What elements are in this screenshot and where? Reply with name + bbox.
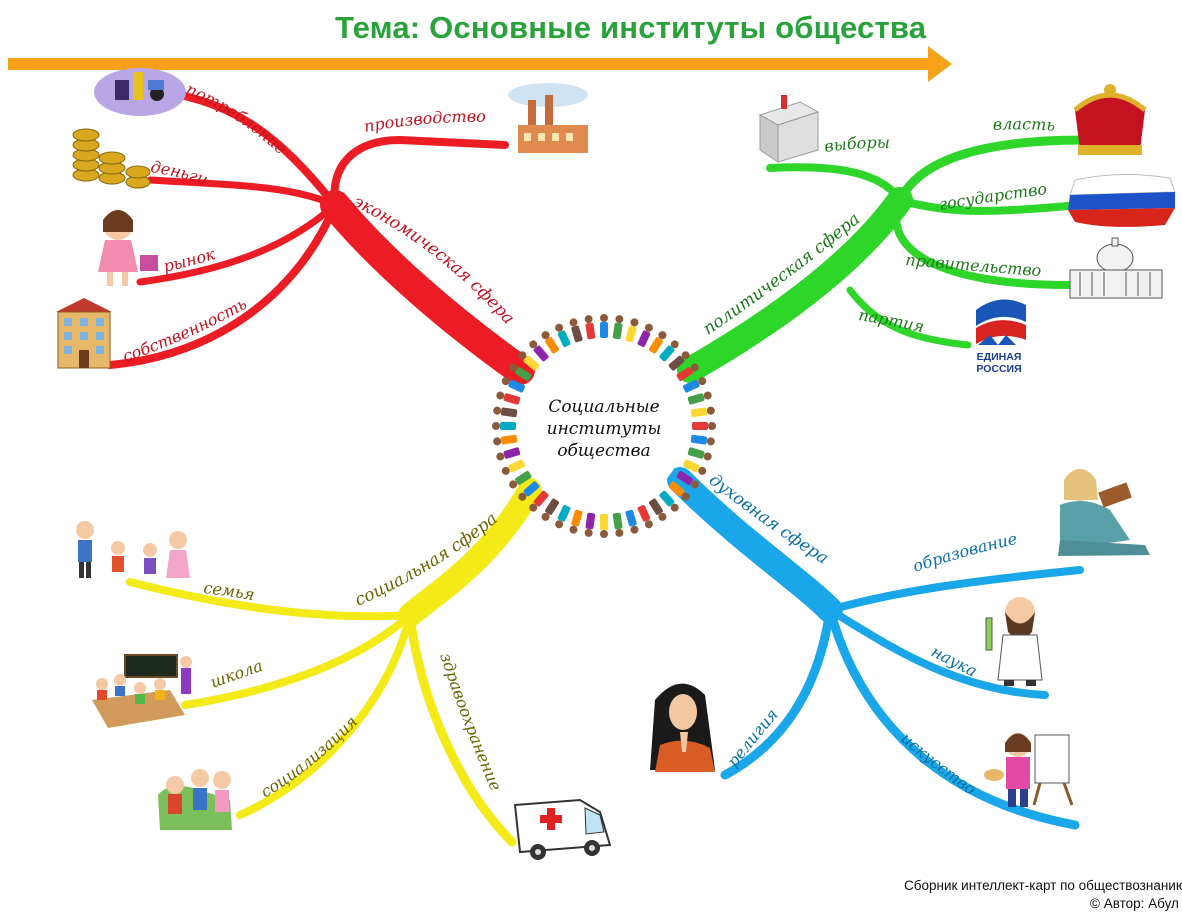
ring-figure <box>690 434 715 446</box>
ring-figure <box>501 377 525 393</box>
label-consumption: потребление <box>183 79 290 158</box>
label-power: власть <box>992 114 1056 134</box>
ring-figure <box>541 498 559 521</box>
ambulance-icon <box>513 798 612 860</box>
ring-figure <box>600 514 608 538</box>
ring-figure <box>529 490 549 512</box>
page-title: Тема: Основные институты общества <box>335 10 927 45</box>
ring-figure <box>637 323 653 347</box>
party-logo-icon: ЕДИНАЯ РОССИЯ <box>976 299 1026 375</box>
ring-figure <box>496 391 521 405</box>
center-title-line3: общества <box>557 441 650 461</box>
label-art: искусство <box>897 729 979 799</box>
label-production: производство <box>362 107 485 136</box>
ring-figure <box>668 481 690 501</box>
ring-figure <box>612 315 624 340</box>
ring-figure <box>569 509 583 534</box>
russian-flag-icon <box>1068 173 1176 227</box>
center-people-ring <box>492 314 716 538</box>
ring-figure <box>687 447 712 461</box>
ring-figure <box>625 509 639 534</box>
scientist-icon <box>985 597 1043 686</box>
label-party: партия <box>857 305 926 336</box>
ring-figure <box>555 323 571 347</box>
center-title-line1: Социальные <box>548 397 659 417</box>
ring-figure <box>692 422 716 430</box>
friends-icon <box>158 769 232 830</box>
ring-figure <box>649 498 667 521</box>
ring-figure <box>492 422 516 430</box>
center-title-line2: институты <box>547 419 662 439</box>
praying-woman-icon <box>650 683 715 772</box>
shopper-girl-icon <box>98 210 158 286</box>
political-branch <box>677 135 1090 383</box>
ring-figure <box>683 377 707 393</box>
ring-figure <box>496 447 521 461</box>
ring-figure <box>541 331 559 354</box>
spiritual-branch <box>667 467 1084 830</box>
family-icon <box>76 521 190 578</box>
label-healthcare: здравоохранение <box>436 650 505 793</box>
classroom-icon <box>92 654 192 728</box>
factory-icon <box>508 83 588 153</box>
label-socialization: социализация <box>257 712 361 801</box>
label-education: образование <box>910 529 1018 576</box>
ring-figure <box>659 340 679 362</box>
label-elections: выборы <box>823 133 890 156</box>
ring-figure <box>690 406 715 418</box>
ring-figure <box>683 459 707 475</box>
ring-figure <box>600 314 608 338</box>
ring-figure <box>649 331 667 354</box>
ring-figure <box>625 318 639 343</box>
social-branch <box>126 478 542 847</box>
header-arrow <box>8 46 952 82</box>
ring-figure <box>676 471 699 489</box>
ring-figure <box>509 471 532 489</box>
ring-figure <box>676 363 699 381</box>
economic-branch <box>106 91 535 385</box>
party-logo-line1: ЕДИНАЯ <box>977 351 1022 363</box>
ring-figure <box>518 481 540 501</box>
ring-figure <box>509 363 532 381</box>
coins-icon <box>72 128 151 189</box>
ring-figure <box>584 512 596 537</box>
footer-credit-line2: © Автор: Абул <box>1090 896 1179 911</box>
ring-figure <box>493 434 518 446</box>
ring-figure <box>612 512 624 537</box>
ballot-box-icon <box>758 95 820 163</box>
ring-figure <box>659 490 679 512</box>
ring-figure <box>493 406 518 418</box>
capitol-building-icon <box>1069 237 1163 299</box>
ring-figure <box>501 459 525 475</box>
footer-credit-line1: Сборник интеллект-карт по обществознанию <box>904 878 1182 893</box>
party-logo-line2: РОССИЯ <box>976 363 1021 375</box>
reading-woman-icon <box>1058 469 1150 556</box>
shopping-goods-icon <box>94 68 186 116</box>
ring-figure <box>569 318 583 343</box>
ring-figure <box>668 351 690 371</box>
ring-figure <box>529 340 549 362</box>
ring-figure <box>518 351 540 371</box>
ring-figure <box>555 505 571 529</box>
ring-figure <box>637 505 653 529</box>
painter-icon <box>984 733 1074 807</box>
ring-figure <box>687 391 712 405</box>
apartment-building-icon <box>56 298 112 369</box>
ring-figure <box>584 315 596 340</box>
center-circle <box>522 344 686 508</box>
crown-icon <box>1073 84 1147 155</box>
